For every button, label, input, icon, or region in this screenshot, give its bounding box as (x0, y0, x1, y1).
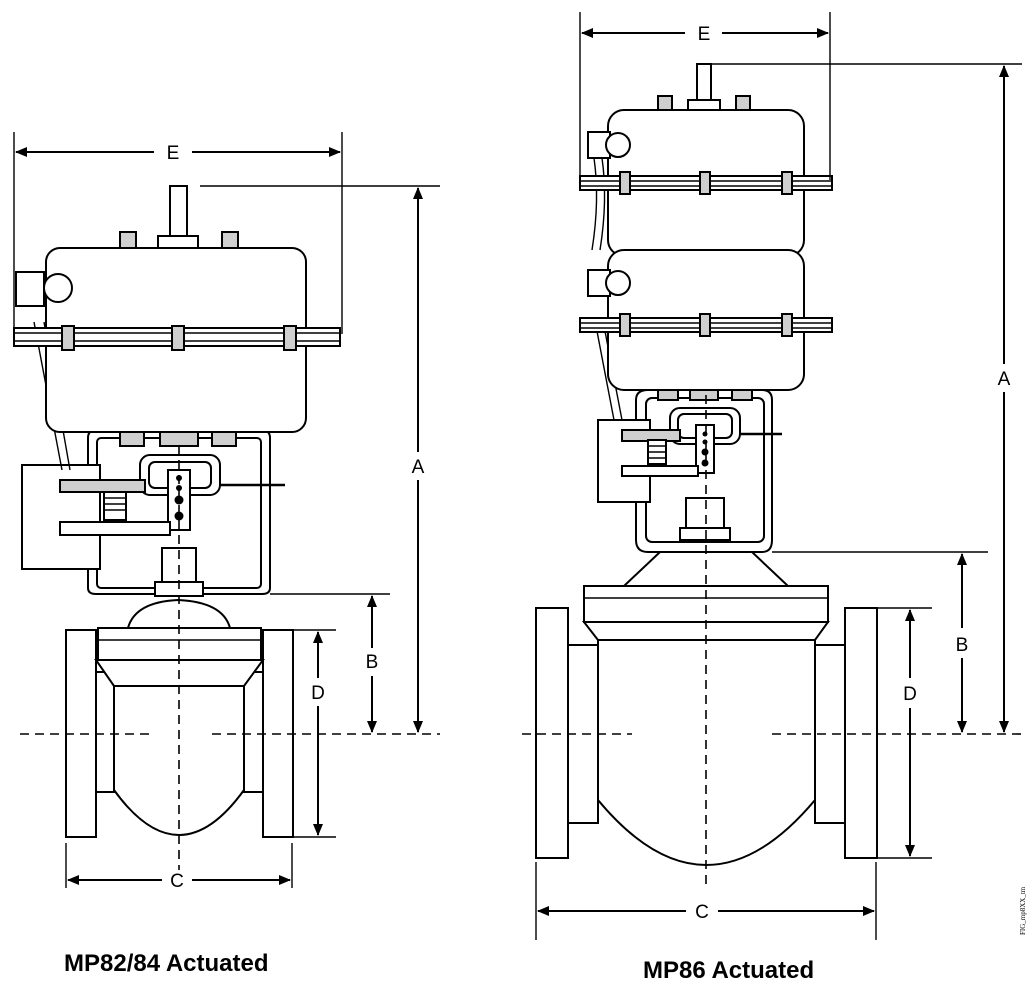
dimension-b: B (772, 551, 988, 733)
left-caption: MP82/84 Actuated (64, 950, 269, 977)
dimension-c: C (65, 843, 293, 892)
dim-label-d: D (311, 683, 325, 704)
dimension-e: E (13, 132, 343, 334)
mp86-actuated-valve: E A B D C MP86 Actuated (522, 12, 1025, 984)
dim-label-b: B (366, 652, 379, 673)
dimension-d: D (877, 607, 932, 859)
valve-body (535, 551, 878, 866)
dimension-d: D (293, 629, 336, 838)
dimension-a: A (200, 185, 440, 733)
right-caption: MP86 Actuated (643, 957, 814, 984)
dim-label-c: C (170, 871, 184, 892)
dimension-b: B (270, 593, 390, 733)
actuator (579, 63, 833, 391)
figure-tag: FIG_mp8XX_tm (1019, 886, 1027, 935)
dim-label-b: B (956, 635, 969, 656)
dim-label-c: C (695, 902, 709, 923)
dimension-a: A (712, 63, 1022, 733)
dim-label-a: A (412, 457, 425, 478)
actuator (13, 185, 341, 433)
dimension-e: E (579, 12, 831, 180)
dim-label-e: E (167, 143, 180, 164)
dim-label-a: A (998, 369, 1011, 390)
dimension-c: C (535, 862, 877, 940)
dim-label-e: E (698, 24, 711, 45)
mp82-84-actuated-valve: E A B D C MP82/84 Actuated (13, 132, 440, 977)
dim-label-d: D (903, 684, 917, 705)
